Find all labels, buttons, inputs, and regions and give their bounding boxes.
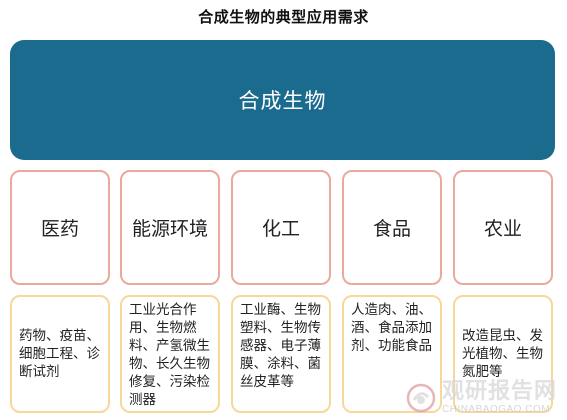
diagram-title: 合成生物的典型应用需求 xyxy=(198,8,369,26)
category-node-medicine: 医药 xyxy=(10,170,110,285)
root-node-label: 合成生物 xyxy=(238,89,327,113)
detail-node-energy: 工业光合作用、生物燃料、产氢微生物、长久生物修复、污染检测器 xyxy=(120,295,220,413)
category-node-food: 食品 xyxy=(342,170,442,285)
category-label: 医药 xyxy=(40,218,79,240)
detail-node-agriculture: 改造昆虫、发光植物、生物氮肥等 xyxy=(453,295,553,413)
detail-node-chemical: 工业酶、生物塑料、生物传感器、电子薄膜、涂料、菌丝皮革等 xyxy=(231,295,331,413)
detail-text: 药物、疫苗、细胞工程、诊断试剂 xyxy=(19,328,100,380)
watermark-name: 观研报告网 xyxy=(441,379,557,404)
watermark-logo-icon xyxy=(406,383,436,413)
watermark: 观研报告网 CHINABAOGAO.COM xyxy=(406,380,557,416)
category-node-energy: 能源环境 xyxy=(120,170,220,285)
detail-text: 改造昆虫、发光植物、生物氮肥等 xyxy=(462,328,543,380)
category-node-agriculture: 农业 xyxy=(453,170,553,285)
detail-text: 工业酶、生物塑料、生物传感器、电子薄膜、涂料、菌丝皮革等 xyxy=(240,302,321,390)
detail-text: 人造肉、油、酒、食品添加剂、功能食品 xyxy=(351,302,432,354)
category-node-chemical: 化工 xyxy=(231,170,331,285)
category-label: 食品 xyxy=(372,218,411,240)
detail-node-food: 人造肉、油、酒、食品添加剂、功能食品 xyxy=(342,295,442,413)
detail-text: 工业光合作用、生物燃料、产氢微生物、长久生物修复、污染检测器 xyxy=(129,302,210,408)
watermark-url: CHINABAOGAO.COM xyxy=(441,404,551,415)
category-label: 农业 xyxy=(483,218,522,240)
root-node: 合成生物 xyxy=(10,40,555,160)
detail-node-medicine: 药物、疫苗、细胞工程、诊断试剂 xyxy=(10,295,110,413)
category-label: 化工 xyxy=(261,218,300,240)
category-label: 能源环境 xyxy=(131,218,208,240)
